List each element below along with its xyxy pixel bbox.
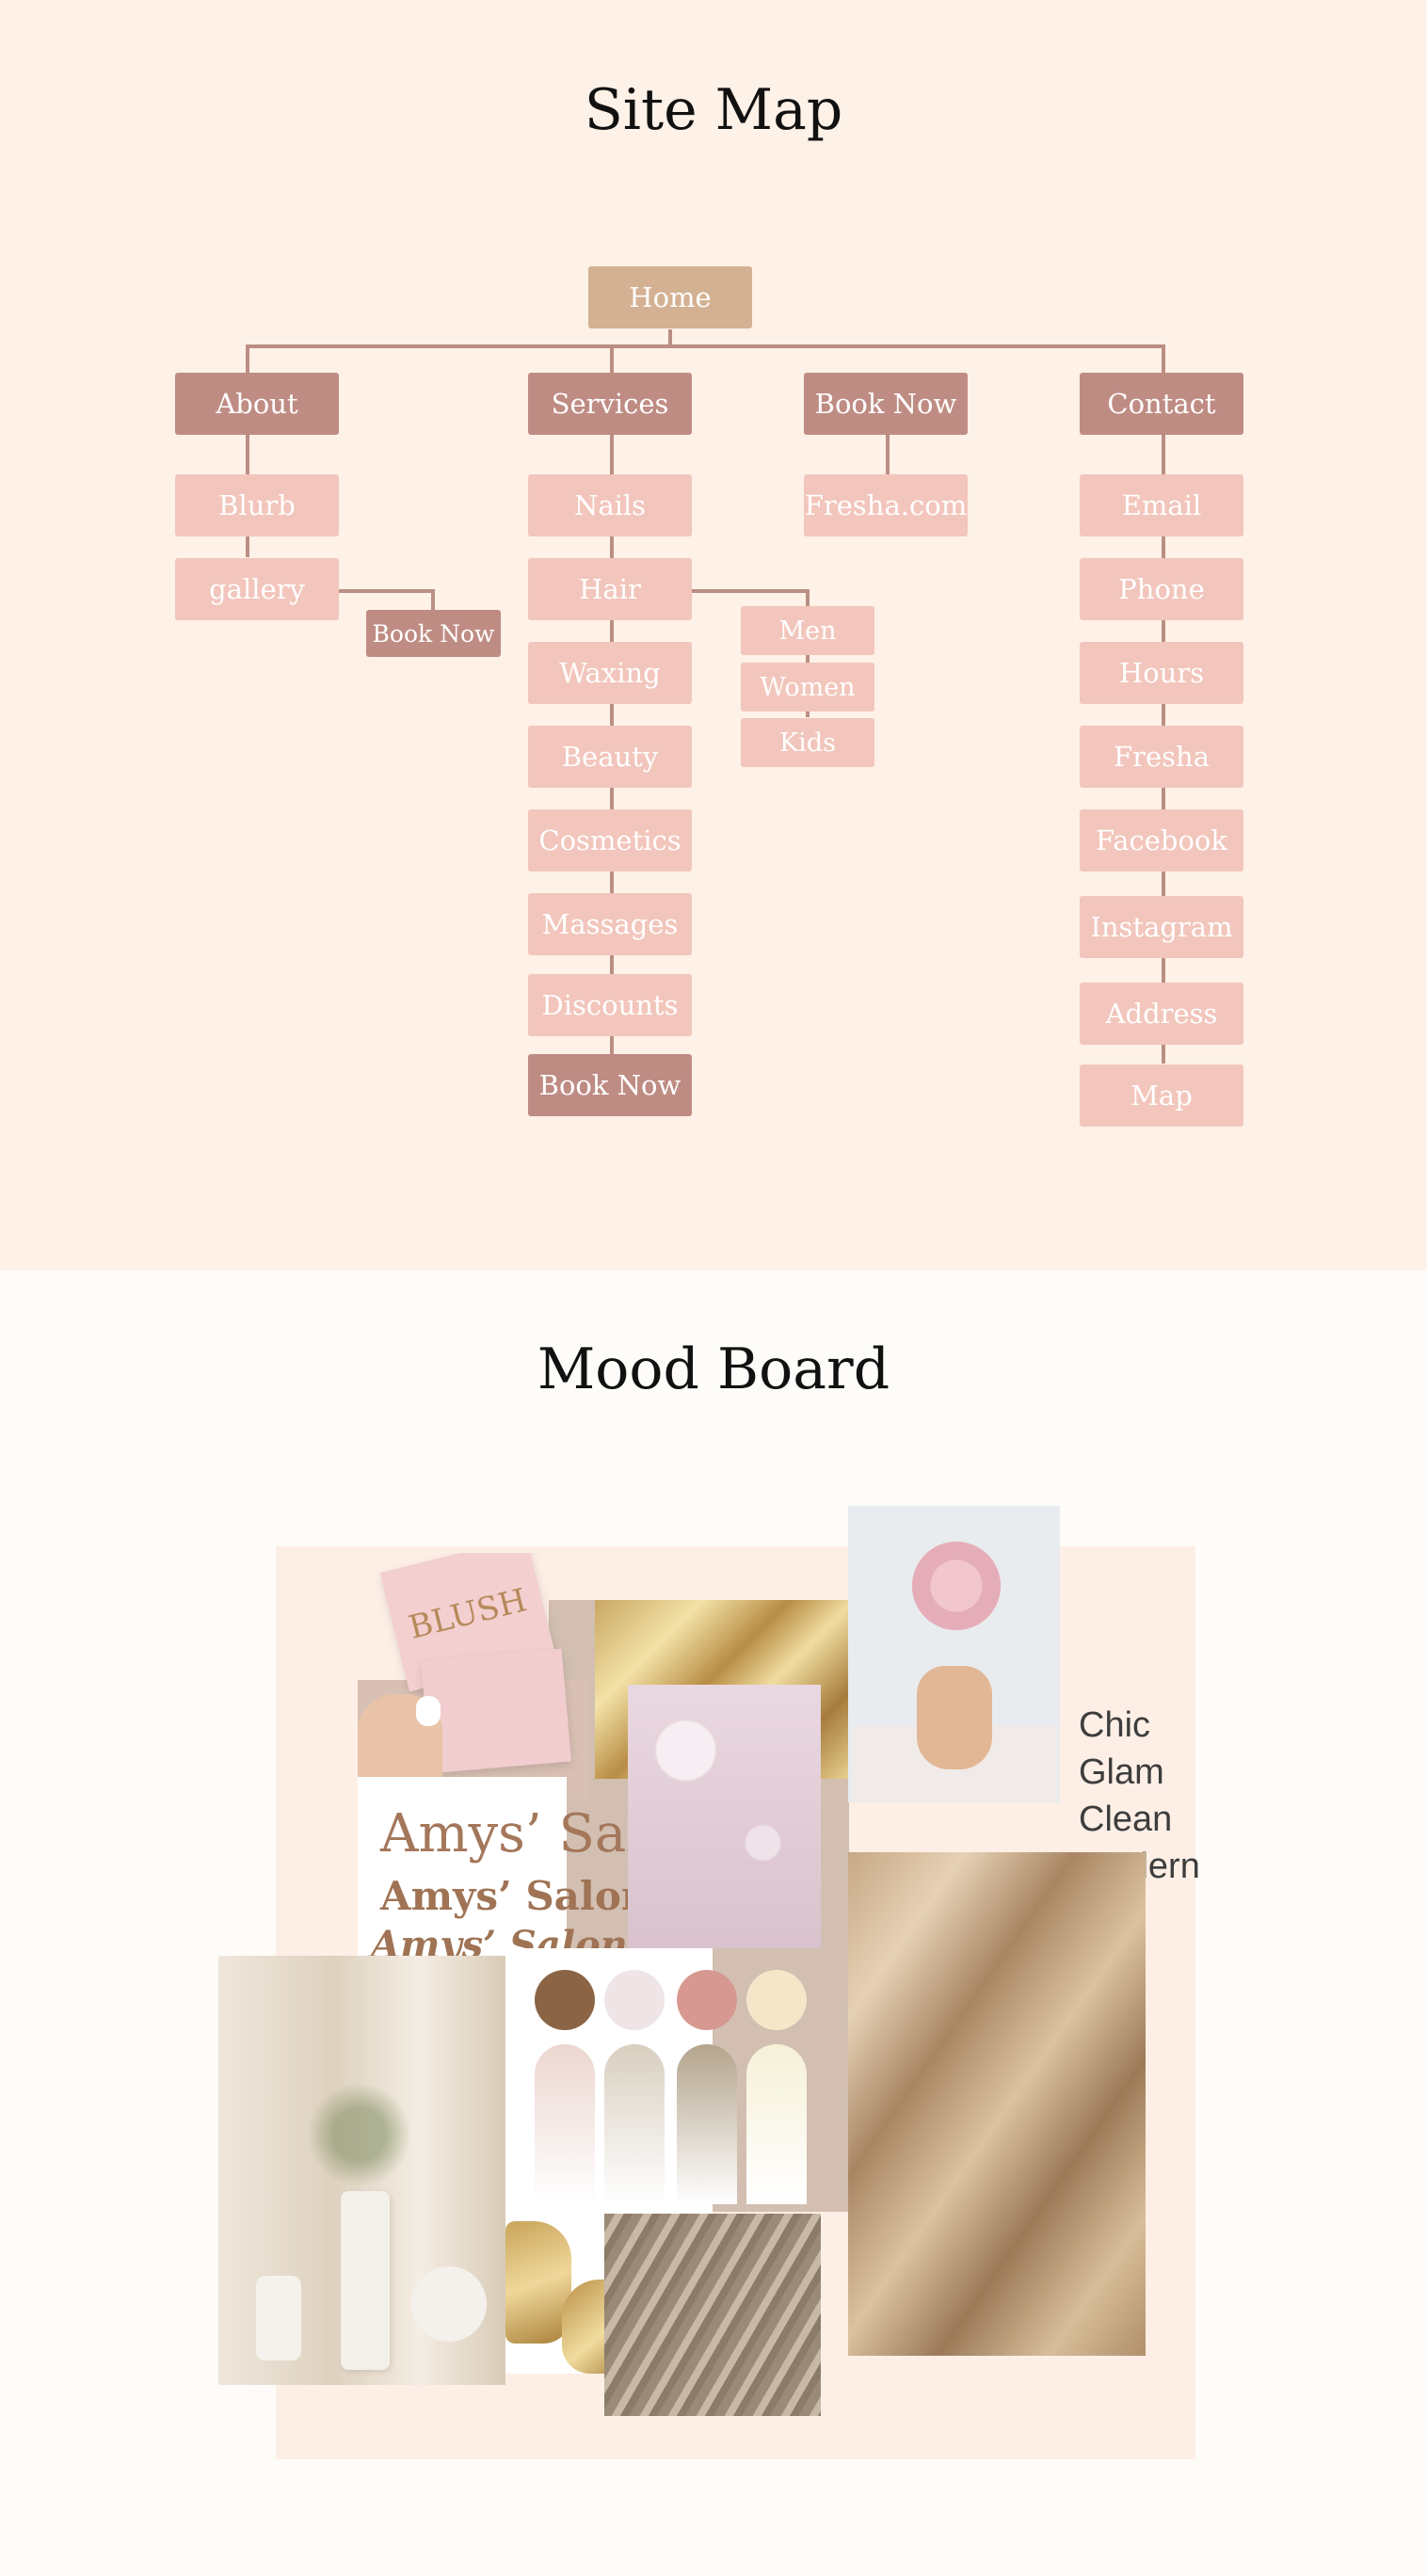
flower-vase-image — [848, 1506, 1060, 1802]
sitemap-title: Site Map — [584, 77, 843, 143]
node-book-now[interactable]: Book Now — [804, 373, 968, 435]
node-services[interactable]: Services — [528, 373, 692, 435]
gradient-pill-1 — [535, 2044, 595, 2204]
node-email[interactable]: Email — [1080, 474, 1243, 536]
node-home[interactable]: Home — [588, 266, 752, 328]
business-card-image: BLUSH — [358, 1553, 588, 1800]
node-discounts[interactable]: Discounts — [528, 974, 692, 1036]
node-massages[interactable]: Massages — [528, 893, 692, 955]
curtain-vases-image — [218, 1956, 505, 2385]
knit-texture-image — [604, 2214, 821, 2416]
palette-swatch-1 — [535, 1970, 595, 2030]
node-gallery[interactable]: gallery — [175, 558, 339, 620]
node-facebook[interactable]: Facebook — [1080, 809, 1243, 872]
logo-card — [358, 1777, 567, 1956]
node-about[interactable]: About — [175, 373, 339, 435]
node-services-book-now[interactable]: Book Now — [528, 1054, 692, 1116]
node-instagram[interactable]: Instagram — [1080, 896, 1243, 958]
node-cosmetics[interactable]: Cosmetics — [528, 809, 692, 872]
node-men[interactable]: Men — [741, 606, 874, 655]
node-nails[interactable]: Nails — [528, 474, 692, 536]
moodboard-title: Mood Board — [537, 1336, 890, 1402]
node-beauty[interactable]: Beauty — [528, 726, 692, 788]
keyword-glam: Glam — [1079, 1752, 1164, 1792]
card-logo-text: BLUSH — [405, 1581, 531, 1647]
gradient-pill-4 — [746, 2044, 807, 2204]
node-blurb[interactable]: Blurb — [175, 474, 339, 536]
palette-swatch-3 — [677, 1970, 737, 2030]
node-women[interactable]: Women — [741, 663, 874, 712]
node-hours[interactable]: Hours — [1080, 642, 1243, 704]
palette-swatch-2 — [604, 1970, 665, 2030]
keyword-clean: Clean — [1079, 1800, 1173, 1839]
node-hair[interactable]: Hair — [528, 558, 692, 620]
node-gallery-book-now[interactable]: Book Now — [366, 610, 501, 657]
node-contact[interactable]: Contact — [1080, 373, 1243, 435]
gradient-pill-2 — [604, 2044, 665, 2204]
keyword-chic: Chic — [1079, 1705, 1151, 1745]
logo-sample-bold: Amys’ Salon — [380, 1873, 650, 1919]
node-address[interactable]: Address — [1080, 983, 1243, 1045]
node-map[interactable]: Map — [1080, 1064, 1243, 1127]
bubbles-texture-image — [628, 1685, 821, 1948]
node-kids[interactable]: Kids — [741, 718, 874, 767]
palette-swatch-4 — [746, 1970, 807, 2030]
node-phone[interactable]: Phone — [1080, 558, 1243, 620]
gradient-pill-3 — [677, 2044, 737, 2204]
satin-fabric-image — [848, 1852, 1146, 2356]
sitemap-section: Site Map Home About Services Book Now Co… — [0, 0, 1427, 1271]
node-fresha-com[interactable]: Fresha.com — [804, 474, 968, 536]
node-waxing[interactable]: Waxing — [528, 642, 692, 704]
node-fresha[interactable]: Fresha — [1080, 726, 1243, 788]
